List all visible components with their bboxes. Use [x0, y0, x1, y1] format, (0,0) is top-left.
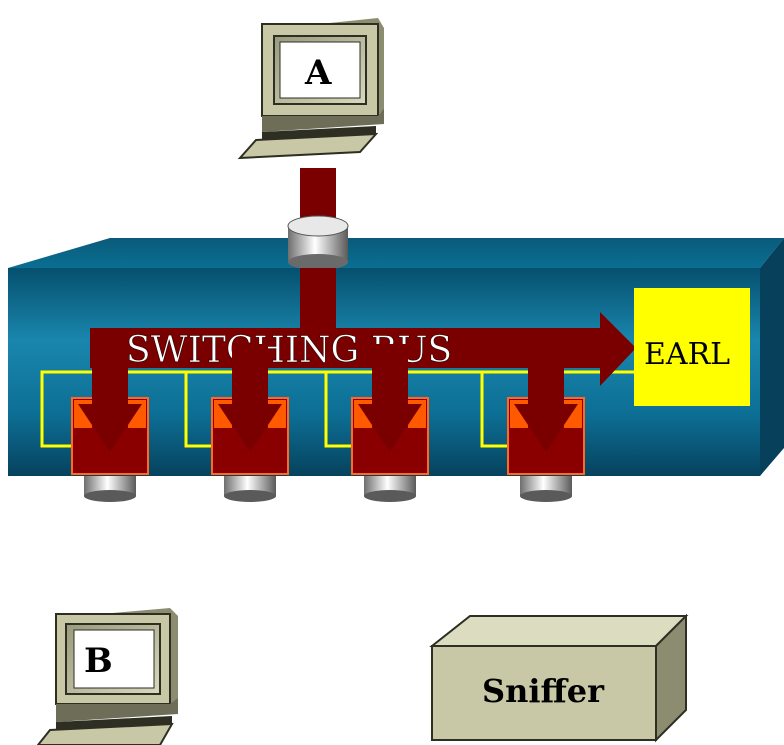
switch-top-connector — [287, 215, 349, 270]
port-3-arrowhead — [358, 404, 422, 452]
switching-bus-arrow — [90, 312, 636, 386]
yellow-link-4 — [480, 372, 510, 448]
sniffer-top-face — [429, 615, 689, 647]
port-1-drop — [92, 344, 128, 404]
port-3-connector-base — [364, 490, 416, 502]
computer-a-screen — [279, 41, 361, 99]
computer-a-keyboard-edge — [262, 126, 376, 140]
computer-a: A — [237, 18, 384, 160]
switch-side-face — [760, 238, 784, 476]
port-3-drop — [372, 344, 408, 404]
port-3 — [351, 344, 429, 502]
computer-a-keyboard — [237, 132, 379, 160]
port-1-connector-base — [84, 490, 136, 502]
computer-b-keyboard — [36, 722, 174, 745]
port-4-drop — [528, 344, 564, 404]
sniffer-device: Sniffer — [429, 613, 689, 743]
computer-b-screen — [73, 629, 155, 689]
computer-b: B — [36, 608, 178, 745]
computer-b-base — [56, 698, 178, 722]
port-links — [40, 370, 640, 448]
port-2-connector-base — [224, 490, 276, 502]
top-connector-cap — [287, 215, 349, 237]
computer-a-label: A — [304, 53, 332, 93]
yellow-link-3 — [324, 372, 354, 448]
bus-drop — [300, 268, 336, 330]
switch-top-face — [8, 238, 784, 268]
bus-arrowhead — [600, 312, 636, 386]
port-4 — [507, 344, 585, 502]
computer-b-keyboard-edge — [56, 716, 172, 730]
port-4-connector-base — [520, 490, 572, 502]
computer-a-base — [262, 108, 384, 132]
yellow-link-2 — [184, 372, 214, 448]
port-2-arrowhead — [218, 404, 282, 452]
yellow-link-main — [40, 370, 640, 448]
bus-bar — [90, 328, 604, 368]
sniffer-front-face — [431, 645, 657, 741]
port-2 — [211, 344, 289, 502]
earl-label: EARL — [644, 337, 730, 372]
port-1 — [71, 344, 149, 502]
earl-box: EARL — [634, 288, 750, 406]
top-connector-bottom — [288, 254, 348, 270]
computer-b-label: B — [84, 641, 113, 681]
port-1-arrowhead — [78, 404, 142, 452]
sniffer-label: Sniffer — [482, 672, 605, 710]
port-4-arrowhead — [514, 404, 578, 452]
earl-rect — [634, 288, 750, 406]
port-2-drop — [232, 344, 268, 404]
